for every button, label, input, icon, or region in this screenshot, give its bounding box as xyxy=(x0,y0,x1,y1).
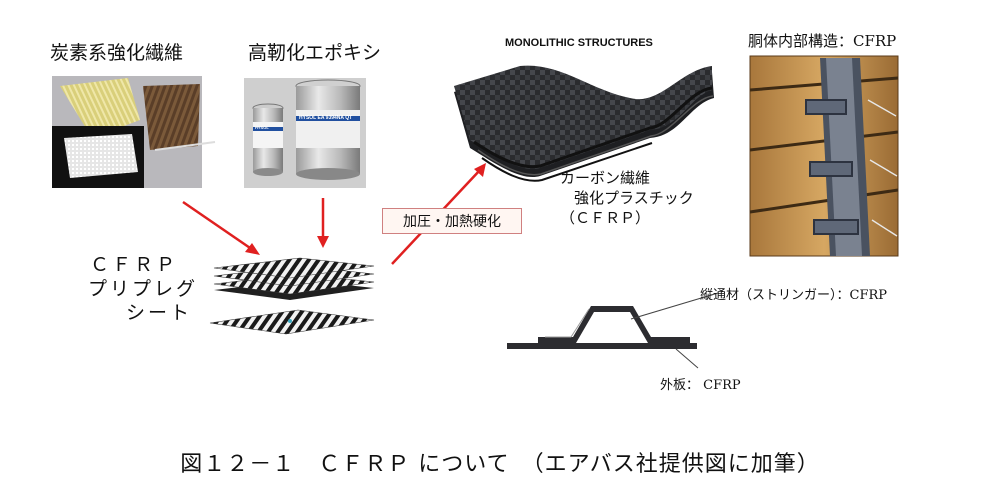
prepreg-sheets xyxy=(209,257,375,335)
label-stringer: 縦通材（ストリンガー）：CFRP xyxy=(700,288,888,303)
label-skin: 外板： CFRP xyxy=(660,378,741,393)
fuselage-interior-photo xyxy=(749,55,899,257)
stringer-skin-section xyxy=(507,292,719,369)
can-label-large: HYSOL EA 9394NA QT xyxy=(299,115,353,121)
monolithic-structure xyxy=(454,65,714,182)
label-fuselage: 胴体内部構造：CFRP xyxy=(748,32,897,50)
label-prepreg-line-3: シート xyxy=(126,302,193,324)
label-prepreg-line-1: ＣＦＲＰ xyxy=(90,254,179,276)
label-epoxy: 高靭化エポキシ xyxy=(248,42,382,64)
process-label-box: 加圧・加熱硬化 xyxy=(382,208,522,234)
label-cfrp-line-2: 強化プラスチック xyxy=(574,189,694,207)
label-cfrp-full: カーボン繊維 強化プラスチック （ＣＦＲＰ） xyxy=(560,168,694,228)
epoxy-cans-photo xyxy=(244,78,366,188)
label-cfrp-prepreg: ＣＦＲＰ プリプレグ シート xyxy=(88,253,198,325)
label-carbon-fiber: 炭素系強化繊維 xyxy=(50,42,184,64)
figure-caption: 図１２－１ ＣＦＲＰ について （エアバス社提供図に加筆） xyxy=(180,452,820,477)
label-prepreg-line-2: プリプレグ xyxy=(88,278,199,300)
can-label-small: HYSOL xyxy=(255,125,269,130)
label-monolithic: MONOLITHIC STRUCTURES xyxy=(505,37,653,49)
label-cfrp-line-3: （ＣＦＲＰ） xyxy=(560,209,651,227)
label-cfrp-line-1: カーボン繊維 xyxy=(560,169,651,187)
carbon-fiber-photo xyxy=(52,76,216,188)
